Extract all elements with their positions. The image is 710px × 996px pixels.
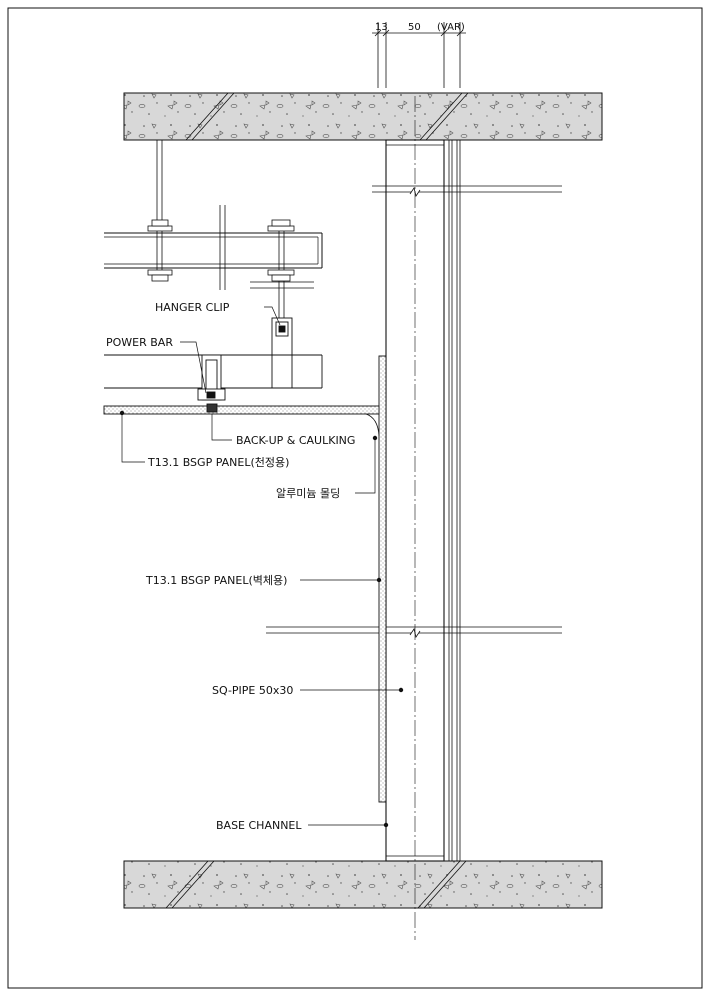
power-bar (197, 354, 226, 413)
top-dimension (372, 22, 466, 88)
leader-lines (121, 306, 401, 826)
ceiling-panel (103, 405, 380, 415)
label-wall-panel: T13.1 BSGP PANEL(벽체용) (145, 574, 287, 587)
floor-slab (123, 860, 603, 909)
carrying-channel (104, 232, 323, 269)
break-line-upper (372, 185, 562, 197)
label-backup-caulking: BACK-UP & CAULKING (236, 434, 355, 447)
label-power-bar: POWER BAR (106, 336, 173, 349)
dim-var: (VAR) (437, 22, 465, 33)
label-aluminum-molding: 알루미늄 몰딩 (276, 486, 340, 500)
hanger-clip (271, 317, 293, 389)
dim-50: 50 (408, 22, 421, 33)
dim-13: 13 (375, 22, 388, 33)
sheet-frame (7, 7, 703, 989)
ceiling-slab (123, 92, 603, 141)
label-sq-pipe: SQ-PIPE 50x30 (212, 684, 293, 697)
label-hanger-clip: HANGER CLIP (155, 301, 230, 314)
label-base-channel: BASE CHANNEL (216, 819, 302, 832)
wall-plies (448, 140, 461, 861)
break-line-lower (266, 626, 562, 638)
rod-nuts (147, 219, 295, 282)
label-ceiling-panel: T13.1 BSGP PANEL(천정용) (147, 455, 289, 469)
aluminum-molding (365, 413, 380, 437)
leader-dots (119, 410, 404, 828)
